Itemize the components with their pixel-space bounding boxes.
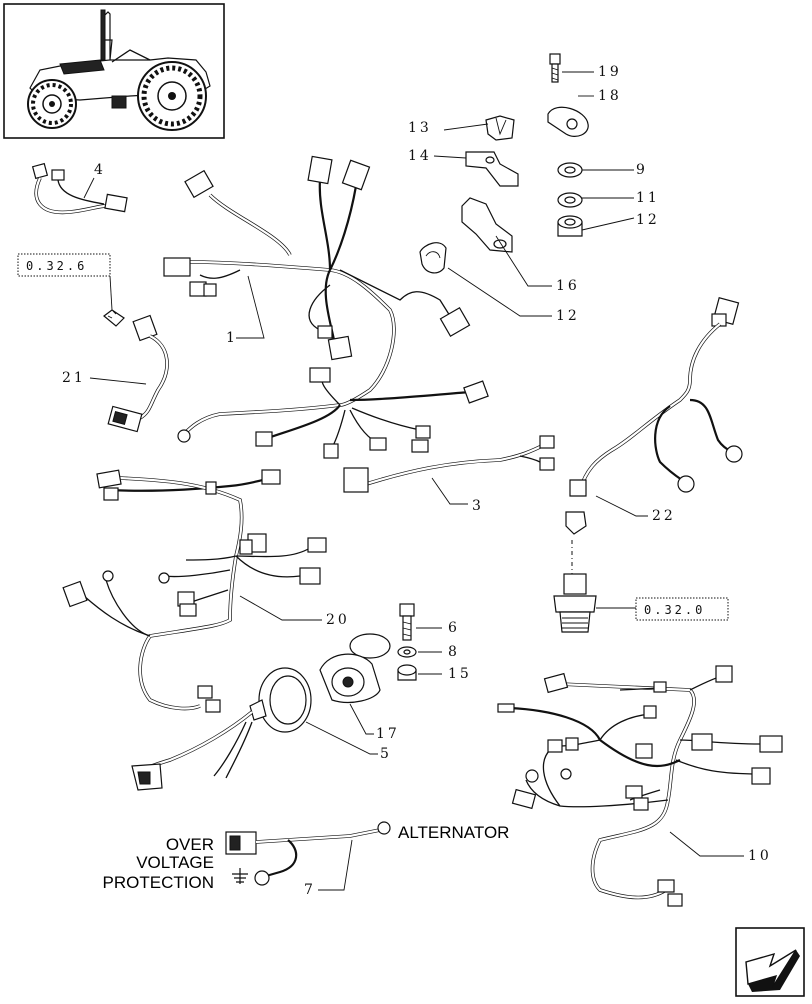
harness-1 bbox=[163, 155, 471, 407]
label-alternator: ALTERNATOR bbox=[398, 823, 509, 842]
callout-6: 6 bbox=[448, 620, 460, 636]
callout-13: 13 bbox=[408, 120, 432, 136]
bracket-16 bbox=[461, 197, 513, 253]
callout-11: 11 bbox=[636, 190, 660, 206]
part-7-labels: OVER VOLTAGE PROTECTION ALTERNATOR bbox=[103, 823, 510, 892]
clip-13 bbox=[485, 115, 515, 141]
callout-4: 4 bbox=[94, 162, 106, 178]
switch-5 bbox=[131, 667, 312, 791]
reference-0-32-6: 0.32.6 bbox=[26, 259, 87, 273]
callout-12-clamp: 12 bbox=[556, 308, 580, 324]
callout-1: 1 bbox=[226, 330, 238, 346]
harness-22 bbox=[565, 297, 743, 580]
callout-3: 3 bbox=[472, 498, 484, 514]
callout-14: 14 bbox=[408, 148, 432, 164]
reference-0-32-0: 0.32.0 bbox=[644, 603, 705, 617]
leader-lines bbox=[83, 71, 744, 891]
callout-20: 20 bbox=[326, 612, 350, 628]
harness-7 bbox=[225, 821, 391, 886]
screw-19 bbox=[549, 53, 561, 83]
bracket-14 bbox=[465, 151, 519, 187]
callout-21: 21 bbox=[62, 370, 86, 386]
callout-labels: 1 3 4 5 6 7 8 9 10 11 12 12 13 14 15 16 … bbox=[62, 64, 772, 898]
clamp-18 bbox=[547, 106, 589, 137]
ground-symbol-icon bbox=[232, 868, 248, 884]
callout-7: 7 bbox=[304, 882, 316, 898]
washer-9 bbox=[557, 162, 583, 178]
washer-8 bbox=[397, 646, 417, 658]
washer-11 bbox=[557, 192, 583, 208]
callout-5: 5 bbox=[380, 746, 392, 762]
next-page-arrow-icon[interactable] bbox=[735, 927, 805, 997]
callout-16: 16 bbox=[556, 278, 580, 294]
callout-10: 10 bbox=[748, 848, 772, 864]
nut-15 bbox=[397, 664, 417, 681]
reference-box-0-32-0[interactable]: 0.32.0 bbox=[635, 597, 729, 621]
callout-18: 18 bbox=[598, 88, 622, 104]
harness-10 bbox=[497, 665, 783, 907]
callout-12-nut: 12 bbox=[636, 212, 660, 228]
sensor-0-32-0 bbox=[553, 573, 597, 633]
socket-17 bbox=[319, 633, 391, 703]
reference-box-0-32-6[interactable]: 0.32.6 bbox=[17, 253, 111, 277]
screw-6 bbox=[399, 603, 415, 641]
clamp-12 bbox=[419, 242, 447, 274]
callout-19: 19 bbox=[598, 64, 622, 80]
callout-8: 8 bbox=[448, 644, 460, 660]
callout-22: 22 bbox=[652, 508, 676, 524]
callout-15: 15 bbox=[448, 666, 472, 682]
callout-9: 9 bbox=[636, 162, 648, 178]
label-protection: PROTECTION bbox=[103, 873, 214, 892]
harness-4 bbox=[31, 162, 128, 215]
callout-17: 17 bbox=[376, 726, 400, 742]
harness-3 bbox=[177, 367, 555, 493]
label-voltage: VOLTAGE bbox=[136, 853, 214, 872]
harness-20 bbox=[62, 469, 327, 713]
label-over: OVER bbox=[166, 835, 214, 854]
sensor-21 bbox=[103, 309, 169, 433]
tractor-thumbnail bbox=[3, 3, 225, 139]
nut-12 bbox=[557, 215, 583, 237]
